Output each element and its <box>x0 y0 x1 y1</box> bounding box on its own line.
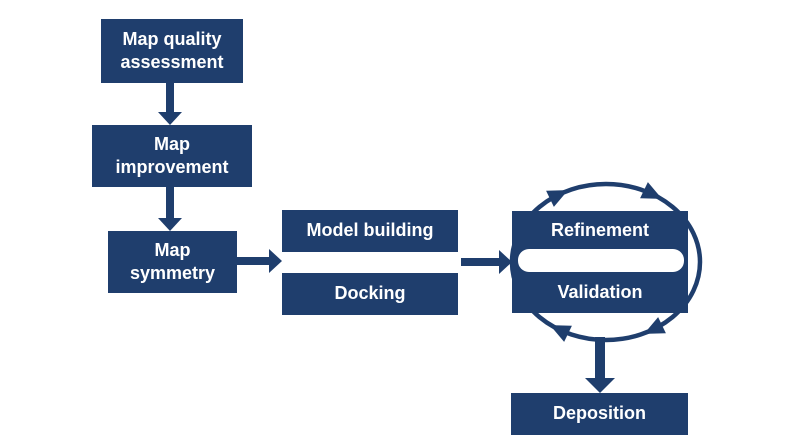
arrow-quality-to-improvement-head-icon <box>158 112 182 125</box>
arrow-modeling-to-refinement-head-icon <box>499 249 512 274</box>
box-map-improvement-label: Map improvement <box>115 133 229 177</box>
box-map-quality-assessment: Map quality assessment <box>101 19 243 83</box>
box-map-quality-assessment-label: Map quality assessment <box>120 28 224 72</box>
box-refinement-label: Refinement <box>550 219 649 240</box>
box-deposition: Deposition <box>511 393 688 435</box>
box-docking: Docking <box>282 273 458 315</box>
refinement-validation-divider-bar <box>518 249 684 272</box>
cycle-arrowhead-top-left-icon <box>546 190 569 207</box>
cycle-arrowhead-bottom-left-icon <box>549 325 572 342</box>
arrow-quality-to-improvement-shaft <box>166 83 174 113</box>
box-refinement: Refinement <box>512 211 688 249</box>
box-validation-label: Validation <box>557 282 643 302</box>
box-model-building: Model building <box>282 210 458 252</box>
arrow-cycle-to-deposition-head-icon <box>585 378 615 393</box>
arrow-symmetry-to-modeling-shaft <box>237 257 269 265</box>
arrow-modeling-to-refinement-shaft <box>461 257 499 266</box>
box-map-improvement: Map improvement <box>92 125 252 187</box>
arrow-improvement-to-symmetry-head-icon <box>158 218 182 231</box>
box-map-symmetry-label: Map symmetry <box>129 239 216 283</box>
arrow-improvement-to-symmetry-shaft <box>166 187 174 218</box>
box-model-building-label: Model building <box>306 220 434 241</box>
cycle-arrowhead-top-right-icon <box>640 182 663 199</box>
box-deposition-label: Deposition <box>553 403 646 424</box>
box-docking-label: Docking <box>334 283 406 304</box>
cycle-arrowhead-bottom-right-icon <box>643 317 666 334</box>
arrow-symmetry-to-modeling-head-icon <box>269 249 282 273</box>
arrow-cycle-to-deposition-shaft <box>595 337 605 378</box>
box-validation: Validation <box>512 272 688 313</box>
box-map-symmetry: Map symmetry <box>108 231 237 293</box>
